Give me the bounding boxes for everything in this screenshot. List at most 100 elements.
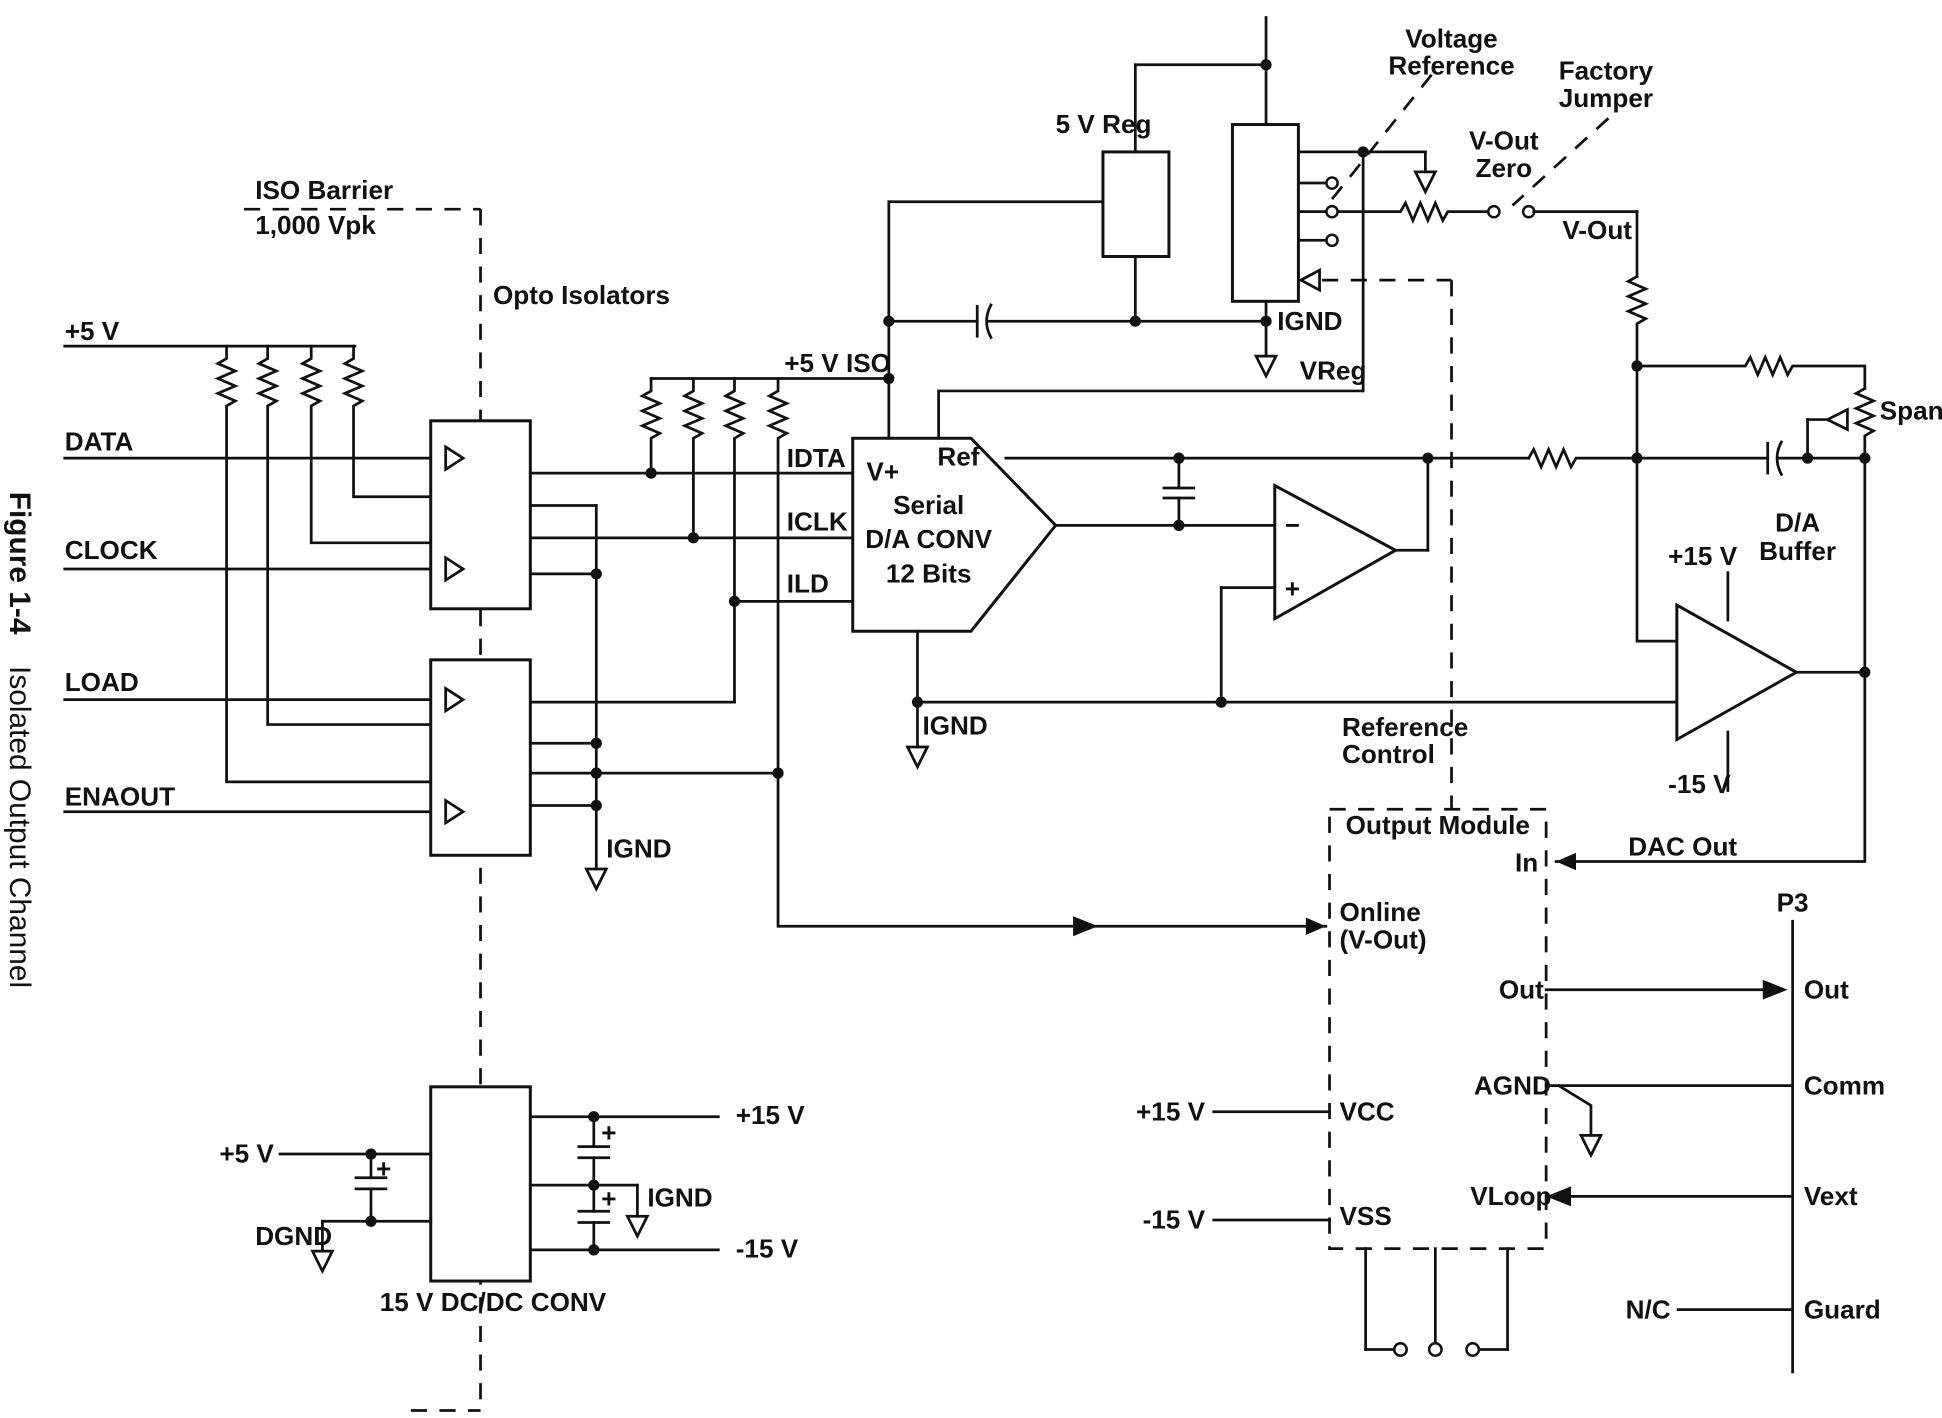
opto-buffer-symbols	[444, 444, 466, 826]
da-buffer-label-1: D/A	[1775, 508, 1820, 538]
voltage-reference-label-1: Voltage	[1405, 23, 1497, 53]
dac-name-line1: Serial	[893, 490, 964, 520]
input-clock-label: CLOCK	[65, 535, 158, 565]
output-module-title: Output Module	[1346, 810, 1530, 840]
output-module-vloop-label: VLoop	[1470, 1181, 1551, 1211]
dcdc-converter-label: 15 V DC/DC CONV	[380, 1287, 607, 1317]
iso-barrier-rating: 1,000 Vpk	[255, 210, 376, 240]
dac-name-line2: D/A CONV	[865, 524, 992, 554]
span-wiring	[1554, 210, 1878, 863]
vout-zero-pot	[1336, 117, 1639, 224]
dac-ignd-label: IGND	[922, 711, 987, 741]
dcdc-junctions	[365, 1111, 600, 1256]
dac-vplus-label: V+	[866, 457, 899, 487]
p3-guard-label: Guard	[1804, 1294, 1881, 1324]
vref-gnd-junction	[1260, 315, 1272, 327]
dcdc-ignd-label: IGND	[647, 1182, 712, 1212]
dac-vplus-junction	[883, 315, 895, 327]
dac-out-arrow-icon	[1556, 852, 1577, 871]
opto-ignd-ground-icon	[584, 867, 609, 892]
output-module-online-label-1: Online	[1339, 897, 1420, 927]
factory-jumper-label-2: Jumper	[1559, 83, 1653, 113]
dcdc-cap3-polarity: +	[601, 1184, 616, 1214]
dac-iclk-label: ICLK	[787, 506, 848, 536]
opamp-plus-label: +	[1285, 574, 1300, 604]
p3-title: P3	[1777, 887, 1809, 917]
dac-ild-label: ILD	[787, 569, 829, 599]
output-module-online-label-2: (V-Out)	[1339, 925, 1426, 955]
output-module-out-label: Out	[1499, 974, 1544, 1004]
figure-caption: Figure 1-4 Isolated Output Channel	[3, 492, 36, 988]
opto-output-junctions	[590, 467, 784, 812]
output-module-agnd-label: AGND	[1474, 1070, 1551, 1100]
vreg-label: VReg	[1300, 356, 1367, 386]
reference-control-path	[1297, 267, 1453, 810]
buffer-minus15-label: -15 V	[1668, 769, 1731, 799]
reference-junctions	[1173, 452, 1434, 531]
reference-control-label-2: Control	[1342, 739, 1435, 769]
opto-ignd-label: IGND	[606, 834, 671, 864]
input-5v-label: +5 V	[65, 316, 120, 346]
5v-regulator-block	[1101, 150, 1171, 258]
dcdc-input-label: +5 V	[219, 1139, 274, 1169]
figure-number: Figure 1-4	[3, 492, 36, 635]
opamp-minus-label: −	[1285, 510, 1300, 540]
opto-isolators-label: Opto Isolators	[493, 280, 670, 310]
dcdc-neg-label: -15 V	[736, 1233, 799, 1263]
voltage-reference-block	[1230, 123, 1300, 303]
iso-pullup-resistors	[638, 377, 1328, 928]
input-pullup-resistors	[214, 344, 444, 784]
p3-vext-label: Vext	[1804, 1181, 1858, 1211]
opto-isolator-block-1	[429, 419, 532, 611]
da-buffer-label-2: Buffer	[1759, 536, 1836, 566]
vout-label: V-Out	[1562, 215, 1632, 245]
out-arrow-icon	[1762, 979, 1788, 1000]
online-arrow-icon	[1305, 917, 1326, 935]
da-buffer-amp	[1675, 602, 1800, 743]
reg-junction	[1129, 315, 1141, 327]
output-module-wiring	[1212, 988, 1794, 1357]
p3-out-label: Out	[1804, 974, 1849, 1004]
dcdc-cap2-polarity: +	[601, 1118, 616, 1148]
input-data-label: DATA	[65, 427, 134, 457]
vss-supply-label: -15 V	[1143, 1205, 1206, 1235]
dcdc-dgnd-label: DGND	[255, 1221, 332, 1251]
p3-comm-label: Comm	[1804, 1070, 1885, 1100]
dcdc-pos-label: +15 V	[736, 1100, 806, 1130]
buffer-plus15-label: +15 V	[1668, 541, 1738, 571]
vref-out-junction	[1357, 146, 1369, 158]
vout-zero-label-2: Zero	[1475, 153, 1532, 183]
reference-wiring	[1004, 445, 1770, 704]
iso-rail-label: +5 V ISO	[784, 348, 891, 378]
dac-ignd-junction	[911, 696, 924, 708]
supply-junction	[1260, 59, 1272, 71]
vloop-arrow-icon	[1546, 1186, 1572, 1207]
voltage-reference-label-2: Reference	[1388, 51, 1514, 81]
dac-ref-label: Ref	[937, 442, 979, 472]
span-label: Span	[1880, 396, 1942, 426]
p3-nc-label: N/C	[1626, 1294, 1671, 1324]
dac-name-line3: 12 Bits	[886, 559, 972, 589]
iso-barrier-title: ISO Barrier	[255, 175, 393, 205]
serial-dac-block	[851, 436, 1058, 633]
output-module-vcc-label: VCC	[1339, 1096, 1394, 1126]
vcc-supply-label: +15 V	[1136, 1096, 1206, 1126]
reference-opamp	[1273, 483, 1399, 622]
figure-title: Isolated Output Channel	[3, 666, 36, 988]
5v-regulator-label: 5 V Reg	[1056, 109, 1152, 139]
input-enaout-label: ENAOUT	[65, 781, 175, 811]
span-junctions	[1631, 360, 1871, 678]
input-lines	[63, 344, 444, 814]
vref-ignd-ground-icon	[1253, 354, 1279, 380]
output-module-block	[1328, 807, 1548, 1251]
input-load-label: LOAD	[65, 667, 139, 697]
reference-control-label-1: Reference	[1342, 712, 1468, 742]
online-mid-arrow-icon	[1073, 916, 1098, 937]
vref-ignd-label: IGND	[1277, 306, 1342, 336]
output-module-vss-label: VSS	[1339, 1201, 1391, 1231]
vout-zero-label-1: V-Out	[1469, 125, 1539, 155]
dac-idta-label: IDTA	[787, 443, 846, 473]
factory-jumper-label-1: Factory	[1559, 56, 1654, 86]
dcdc-converter-block	[429, 1085, 532, 1283]
